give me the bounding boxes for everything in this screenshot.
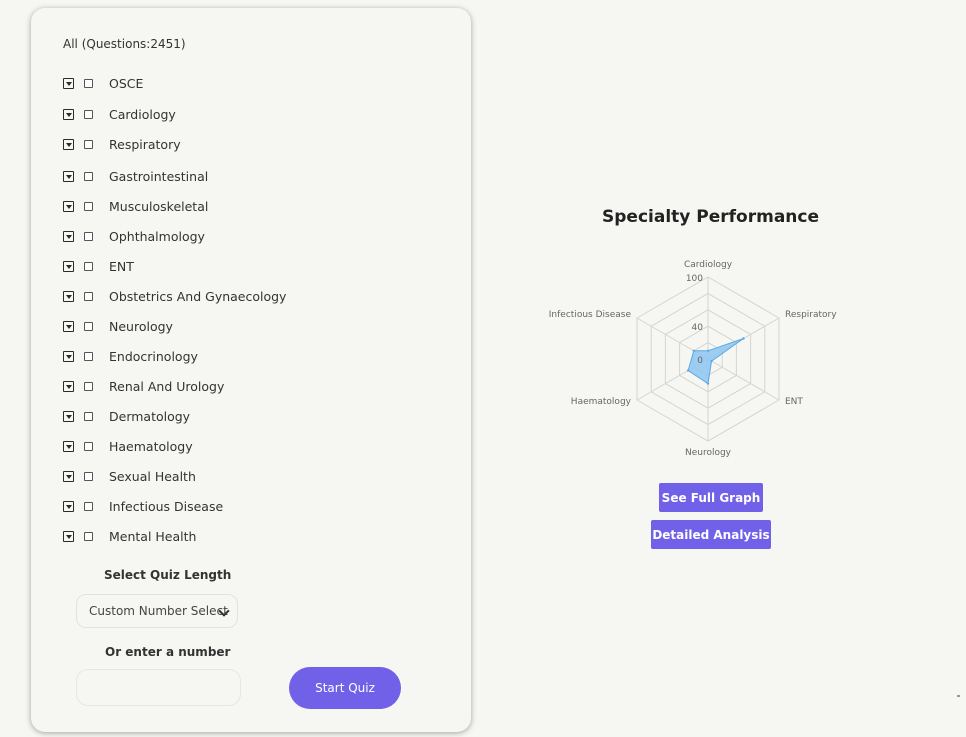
expand-chevron-icon[interactable] (63, 410, 74, 422)
expand-chevron-icon[interactable] (63, 470, 74, 482)
radar-data-point (692, 349, 695, 352)
expand-chevron-icon[interactable] (63, 108, 74, 120)
category-label: Ophthalmology (109, 228, 205, 244)
quiz-number-input[interactable] (76, 669, 241, 706)
category-label: Renal And Urology (109, 378, 225, 394)
quiz-length-select-value: Custom Number Select (89, 604, 228, 618)
category-label: Endocrinology (109, 348, 198, 364)
category-checkbox[interactable] (84, 381, 93, 391)
see-full-graph-button[interactable]: See Full Graph (659, 483, 763, 512)
category-label: Haematology (109, 438, 193, 454)
category-label: Cardiology (109, 106, 176, 122)
category-label: Obstetrics And Gynaecology (109, 288, 287, 304)
start-quiz-button[interactable]: Start Quiz (289, 667, 401, 709)
category-row: Musculoskeletal (63, 196, 208, 216)
category-checkbox[interactable] (84, 171, 93, 181)
category-label: Gastrointestinal (109, 168, 209, 184)
radar-data-point (710, 359, 713, 363)
category-row: Ophthalmology (63, 226, 205, 246)
category-row: Gastrointestinal (63, 166, 208, 186)
enter-number-title: Or enter a number (105, 645, 231, 659)
quiz-length-title: Select Quiz Length (104, 568, 232, 582)
category-row: Infectious Disease (63, 496, 223, 516)
radar-axis-label: Neurology (685, 448, 732, 458)
category-checkbox[interactable] (84, 109, 93, 119)
radar-axis-label: ENT (785, 397, 803, 407)
category-label: ENT (109, 258, 134, 274)
expand-chevron-icon[interactable] (63, 77, 74, 89)
expand-chevron-icon[interactable] (63, 290, 74, 302)
category-row: Respiratory (63, 134, 181, 154)
radar-axis-label: Respiratory (785, 310, 837, 320)
category-checkbox[interactable] (84, 231, 93, 241)
radar-axis-label: Cardiology (684, 260, 733, 270)
category-checkbox[interactable] (84, 471, 93, 481)
category-checkbox[interactable] (84, 201, 93, 211)
category-row: OSCE (63, 73, 143, 93)
radar-tick-label: 40 (692, 323, 704, 333)
category-checkbox[interactable] (84, 531, 93, 541)
category-row: Mental Health (63, 526, 196, 546)
radar-axis-label: Infectious Disease (549, 310, 632, 320)
category-label: Neurology (109, 318, 173, 334)
category-row: Obstetrics And Gynaecology (63, 286, 286, 306)
expand-chevron-icon[interactable] (63, 380, 74, 392)
quiz-length-select[interactable]: Custom Number Select (76, 594, 238, 628)
category-row: Neurology (63, 316, 173, 336)
radar-axis-label: Haematology (571, 397, 632, 407)
category-checkbox[interactable] (84, 321, 93, 331)
category-checkbox[interactable] (84, 139, 93, 149)
radar-tick-label: 0 (697, 356, 703, 366)
expand-chevron-icon[interactable] (63, 320, 74, 332)
category-row: Haematology (63, 436, 193, 456)
category-row: Dermatology (63, 406, 190, 426)
category-label: Mental Health (109, 528, 197, 544)
radar-data-point (742, 337, 745, 340)
detailed-analysis-button[interactable]: Detailed Analysis (651, 520, 771, 549)
expand-chevron-icon[interactable] (63, 230, 74, 242)
radar-data-point (706, 382, 710, 385)
decorative-mark (957, 695, 960, 697)
category-checkbox[interactable] (84, 291, 93, 301)
category-label: Infectious Disease (109, 498, 224, 514)
category-checkbox[interactable] (84, 441, 93, 451)
radar-data-point (706, 349, 710, 352)
all-questions-label: All (Questions:2451) (63, 37, 186, 51)
category-checkbox[interactable] (84, 261, 93, 271)
category-row: Renal And Urology (63, 376, 224, 396)
category-checkbox[interactable] (84, 78, 93, 88)
radar-data-point (686, 369, 690, 372)
category-label: Sexual Health (109, 468, 196, 484)
expand-chevron-icon[interactable] (63, 500, 74, 512)
quiz-setup-card: All (Questions:2451) OSCE Cardiology Res… (31, 8, 471, 732)
category-row: Sexual Health (63, 466, 196, 486)
category-checkbox[interactable] (84, 411, 93, 421)
category-label: OSCE (109, 75, 144, 91)
expand-chevron-icon[interactable] (63, 350, 74, 362)
category-row: Cardiology (63, 104, 176, 124)
radar-tick-label: 100 (686, 274, 703, 284)
expand-chevron-icon[interactable] (63, 440, 74, 452)
category-label: Musculoskeletal (109, 198, 209, 214)
specialty-performance-title: Specialty Performance (602, 207, 819, 227)
category-row: ENT (63, 256, 134, 276)
expand-chevron-icon[interactable] (63, 260, 74, 272)
expand-chevron-icon[interactable] (63, 530, 74, 542)
category-label: Dermatology (109, 408, 191, 424)
expand-chevron-icon[interactable] (63, 170, 74, 182)
category-checkbox[interactable] (84, 501, 93, 511)
category-checkbox[interactable] (84, 351, 93, 361)
category-label: Respiratory (109, 136, 181, 152)
expand-chevron-icon[interactable] (63, 138, 74, 150)
expand-chevron-icon[interactable] (63, 200, 74, 212)
category-row: Endocrinology (63, 346, 198, 366)
radar-axis-spoke (707, 358, 780, 401)
